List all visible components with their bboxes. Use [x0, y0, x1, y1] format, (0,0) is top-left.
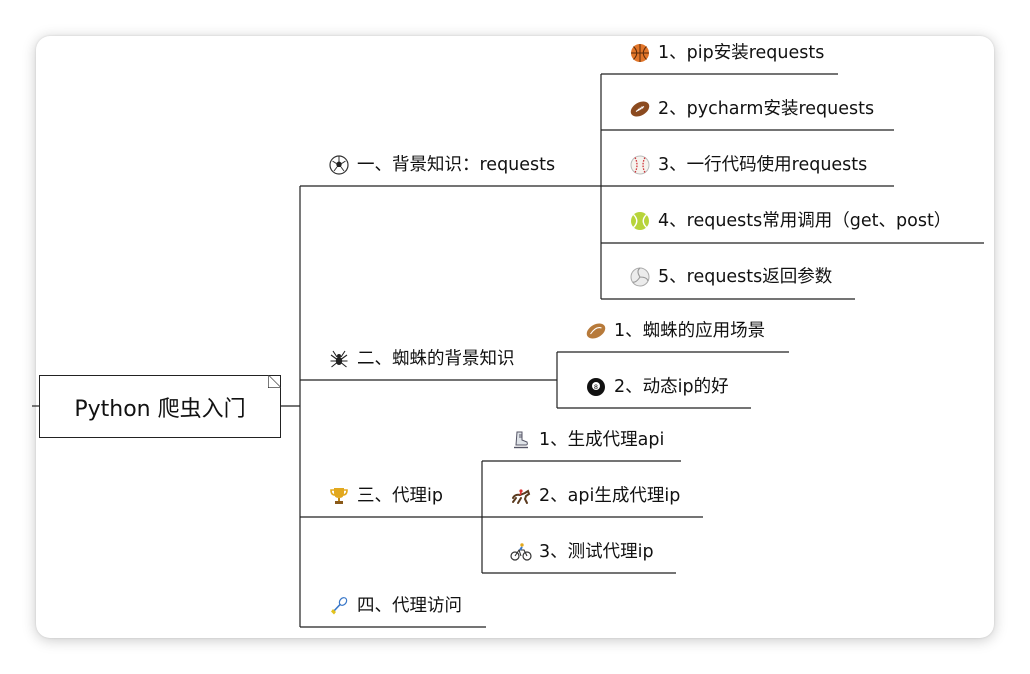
- branch-1-label: 一、背景知识：requests: [357, 155, 556, 175]
- american-football-icon: [628, 97, 652, 121]
- branch-2-child-1-label: 1、蜘蛛的应用场景: [614, 321, 766, 341]
- branch-1-child-1[interactable]: 1、pip安装requests: [628, 41, 824, 65]
- branch-1-child-2-label: 2、pycharm安装requests: [658, 99, 875, 119]
- spider-icon: [327, 347, 351, 371]
- canvas-card: [36, 36, 994, 638]
- branch-3-child-1-label: 1、生成代理api: [539, 430, 665, 450]
- tennis-ball-icon: [628, 209, 652, 233]
- branch-1-child-3[interactable]: 3、一行代码使用requests: [628, 153, 867, 177]
- branch-1-node[interactable]: 一、背景知识：requests: [327, 153, 555, 177]
- basketball-icon: [628, 41, 652, 65]
- branch-1-child-5[interactable]: 5、requests返回参数: [628, 265, 832, 289]
- branch-2-label: 二、蜘蛛的背景知识: [357, 349, 515, 369]
- root-node[interactable]: Python 爬虫入门: [39, 375, 281, 438]
- branch-3-child-2-label: 2、api生成代理ip: [539, 486, 681, 506]
- branch-3-child-3-label: 3、测试代理ip: [539, 542, 654, 562]
- rugby-ball-icon: [584, 319, 608, 343]
- root-label: Python 爬虫入门: [74, 396, 246, 422]
- volleyball-icon: [628, 265, 652, 289]
- branch-3-node[interactable]: 三、代理ip: [327, 484, 443, 508]
- badminton-icon: [327, 594, 351, 618]
- svg-text:8: 8: [594, 383, 598, 391]
- branch-3-label: 三、代理ip: [357, 486, 443, 506]
- branch-3-child-2[interactable]: 2、api生成代理ip: [509, 484, 680, 508]
- branch-1-child-4-label: 4、requests常用调用（get、post）: [658, 211, 952, 231]
- branch-1-child-2[interactable]: 2、pycharm安装requests: [628, 97, 874, 121]
- branch-3-child-3[interactable]: 3、测试代理ip: [509, 540, 654, 564]
- branch-2-node[interactable]: 二、蜘蛛的背景知识: [327, 347, 515, 371]
- branch-1-child-5-label: 5、requests返回参数: [658, 267, 833, 287]
- pool-8-ball-icon: 8: [584, 375, 608, 399]
- cyclist-icon: [509, 540, 533, 564]
- branch-3-child-1[interactable]: 1、生成代理api: [509, 428, 664, 452]
- branch-2-child-2-label: 2、动态ip的好: [614, 377, 729, 397]
- horse-racing-icon: [509, 484, 533, 508]
- branch-1-child-3-label: 3、一行代码使用requests: [658, 155, 868, 175]
- branch-2-child-2[interactable]: 8 2、动态ip的好: [584, 375, 729, 399]
- branch-2-child-1[interactable]: 1、蜘蛛的应用场景: [584, 319, 765, 343]
- trophy-icon: [327, 484, 351, 508]
- soccer-ball-icon: [327, 153, 351, 177]
- baseball-icon: [628, 153, 652, 177]
- branch-4-node[interactable]: 四、代理访问: [327, 594, 462, 618]
- note-corner-icon: [268, 375, 281, 388]
- branch-1-child-4[interactable]: 4、requests常用调用（get、post）: [628, 209, 951, 233]
- branch-1-child-1-label: 1、pip安装requests: [658, 43, 825, 63]
- ice-skate-icon: [509, 428, 533, 452]
- branch-4-label: 四、代理访问: [357, 596, 462, 616]
